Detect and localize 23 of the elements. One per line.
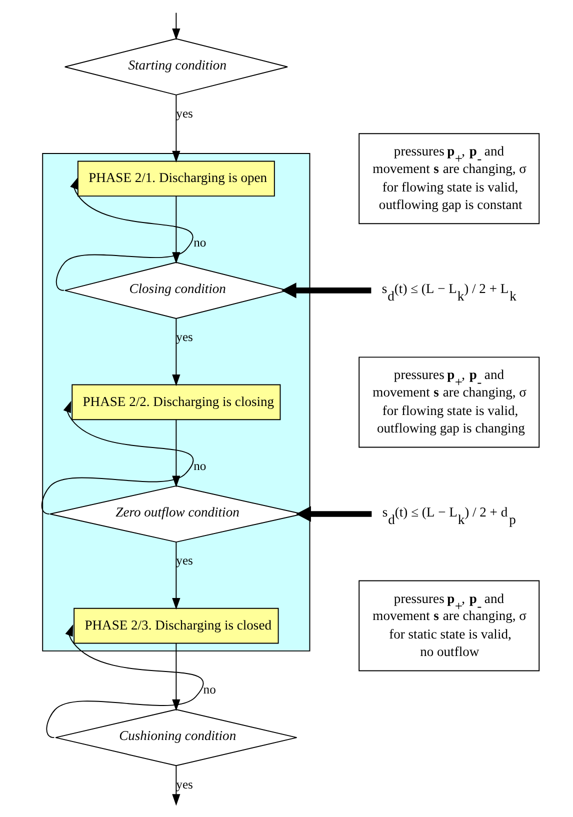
node-diamond: Starting condition — [64, 38, 288, 96]
edge-label: yes — [176, 777, 192, 792]
arrow — [172, 419, 180, 488]
node-box: PHASE 2/2. Discharging is closing — [71, 384, 280, 420]
node-box: PHASE 2/3. Discharging is closed — [73, 608, 278, 644]
arrow — [280, 282, 371, 298]
edge-label: no — [202, 682, 216, 696]
edge-label: yes — [176, 330, 192, 344]
arrow — [172, 318, 180, 386]
edge-label: no — [193, 235, 206, 250]
arrow — [172, 542, 180, 610]
arrow — [172, 12, 180, 40]
arrow — [55, 177, 192, 291]
edge-label: yes — [176, 106, 192, 121]
arrow — [296, 506, 372, 522]
arrow — [172, 94, 180, 163]
node-box: PHASE 2/1. Discharging is open — [76, 160, 274, 197]
node-diamond: Cushioning condition — [54, 709, 297, 766]
edge-label: no — [193, 458, 206, 473]
arrow — [46, 624, 203, 738]
edge-label: yes — [176, 554, 192, 568]
arrow — [172, 196, 180, 264]
arrow — [172, 765, 180, 806]
